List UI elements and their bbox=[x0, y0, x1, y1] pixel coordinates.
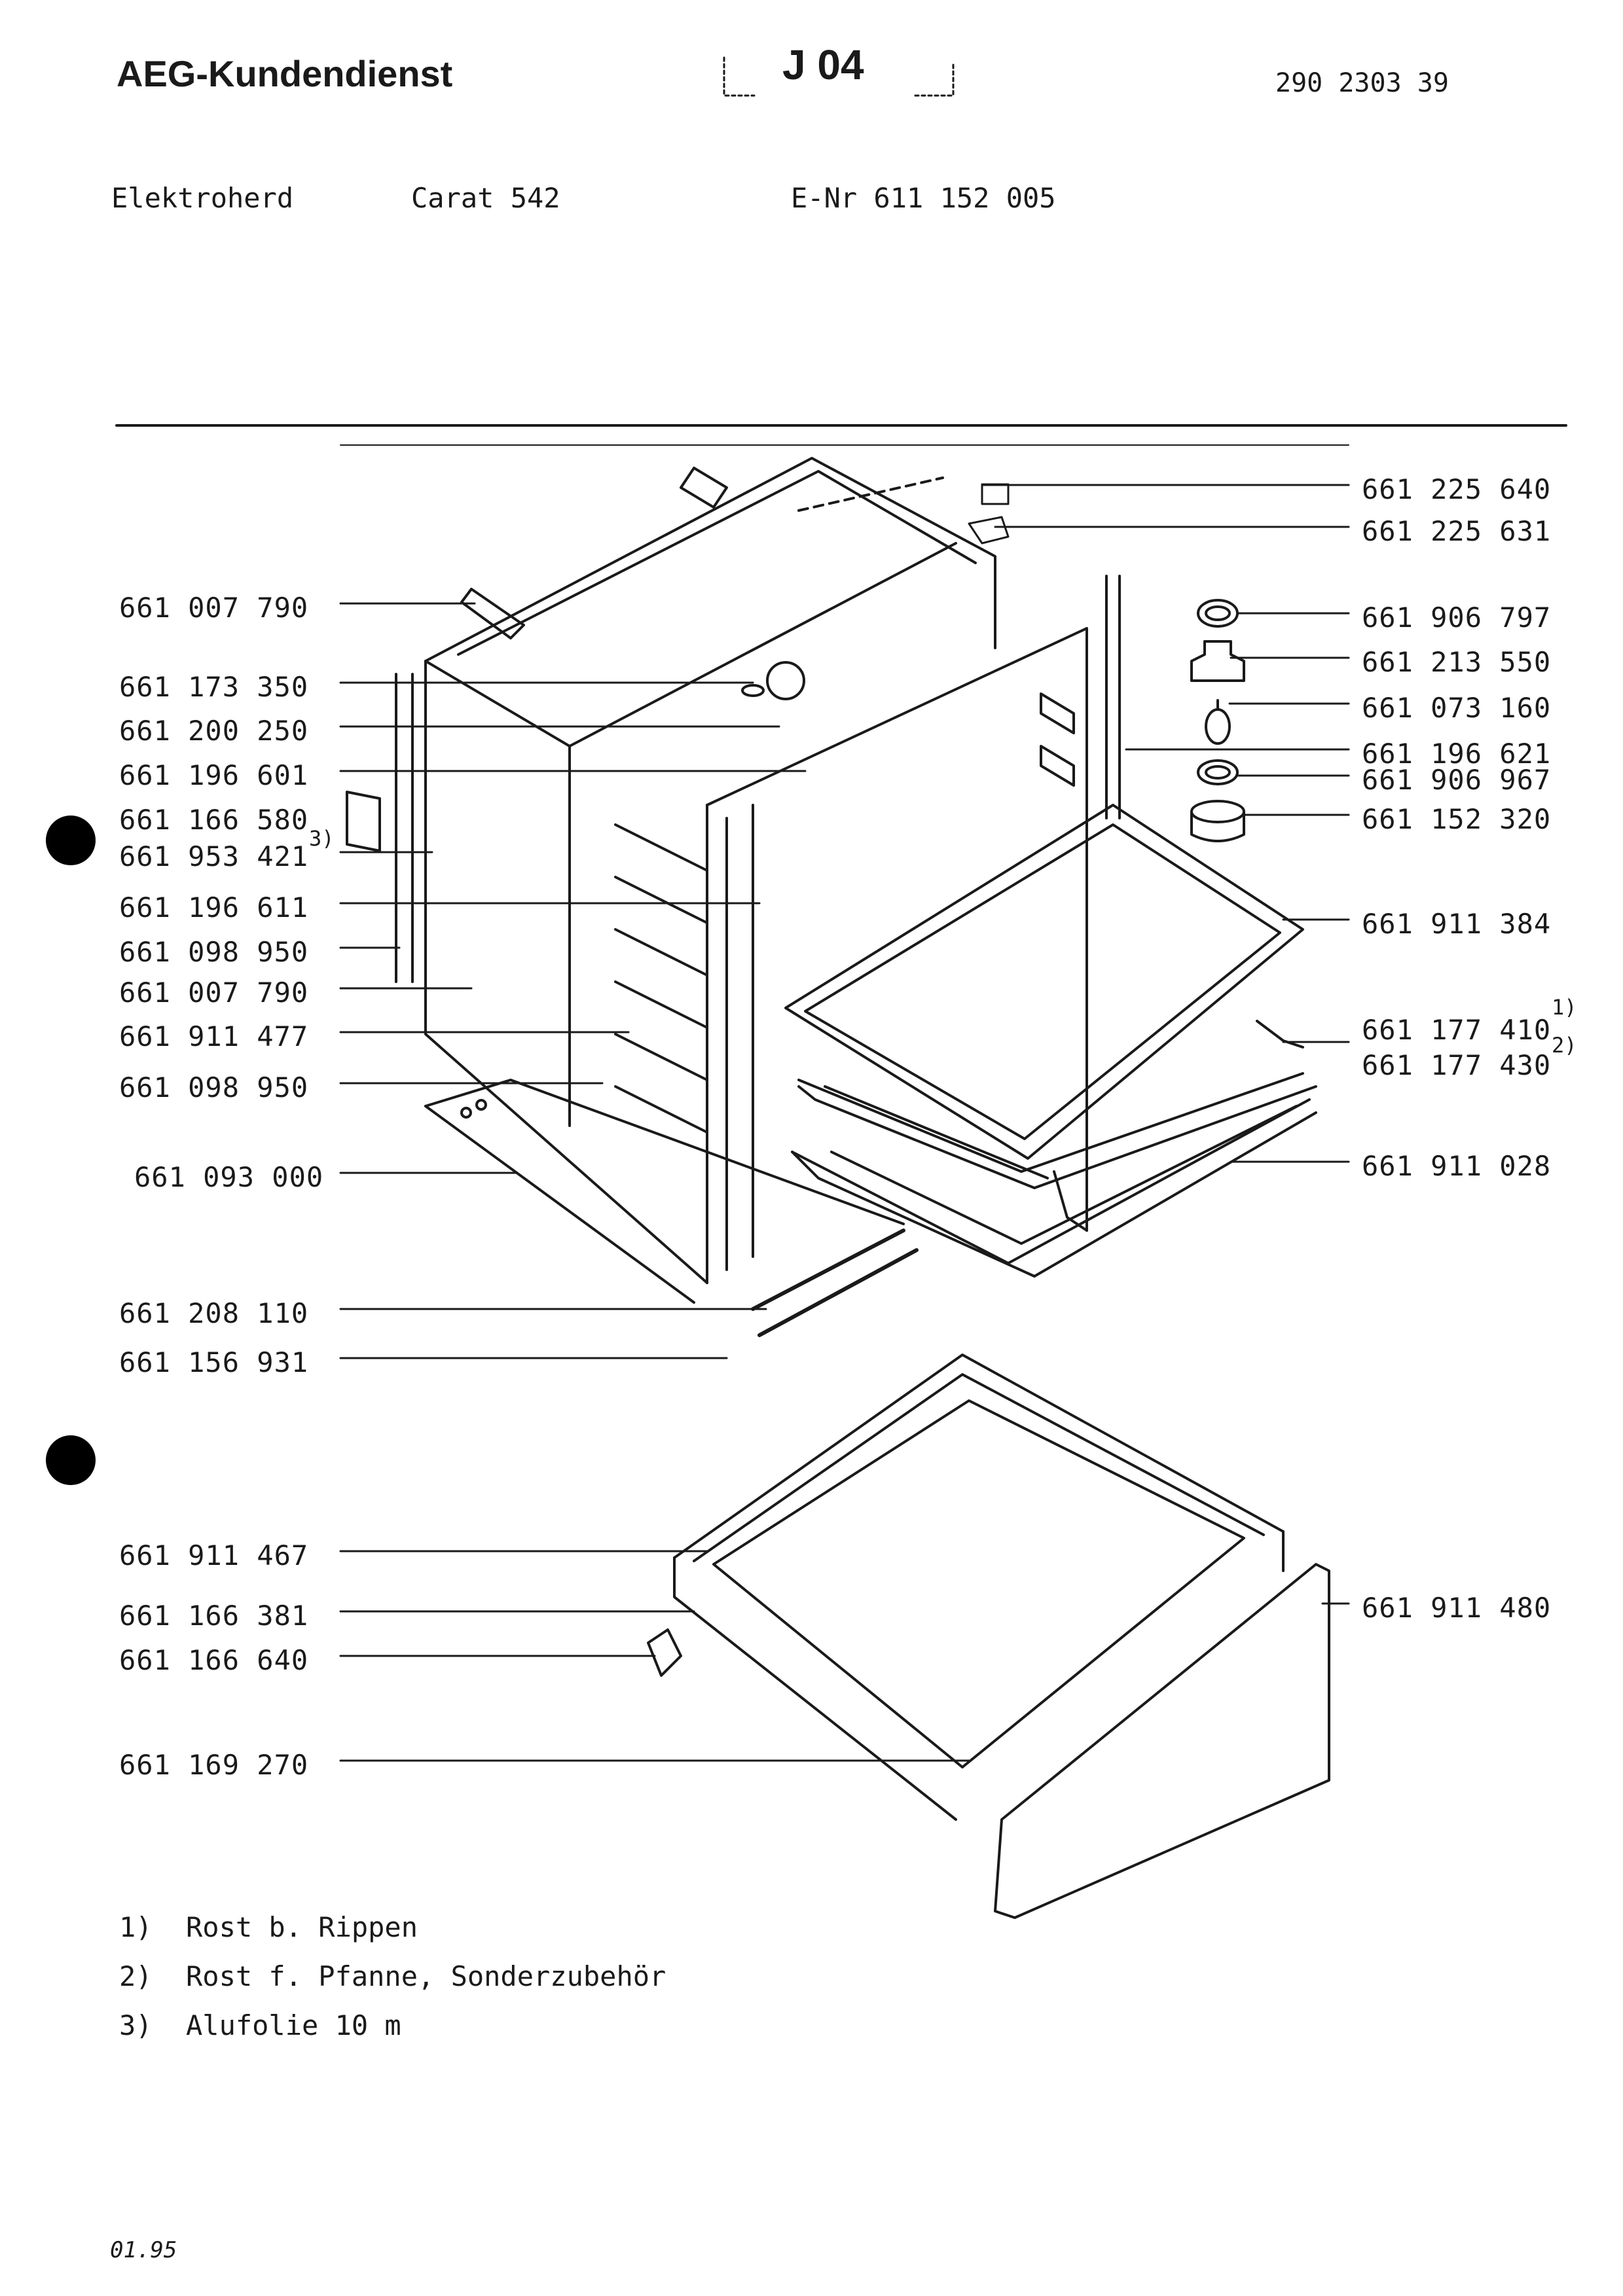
part-number: 661 200 250 bbox=[119, 715, 309, 747]
baking-tray-drawing bbox=[784, 804, 1304, 1160]
part-number: 661 093 000 bbox=[134, 1161, 324, 1193]
oven-rack-drawing bbox=[797, 1020, 1317, 1232]
footnote-text: Rost f. Pfanne, Sonderzubehör bbox=[186, 1960, 666, 1992]
part-number: 661 173 350 bbox=[119, 671, 309, 703]
storage-drawer-drawing bbox=[647, 1354, 1330, 1919]
oven-housing-drawing bbox=[346, 457, 1121, 1304]
footnote-text: Alufolie 10 m bbox=[186, 2009, 401, 2041]
punch-hole bbox=[46, 1435, 96, 1485]
punch-hole bbox=[46, 816, 96, 865]
part-number: 661 073 160 bbox=[1362, 692, 1552, 724]
part-number: 661 177 430 bbox=[1362, 1049, 1552, 1081]
brand-title: AEG-Kundendienst bbox=[117, 53, 453, 94]
footnote-text: Rost b. Rippen bbox=[186, 1911, 418, 1943]
part-number: 661 196 621 bbox=[1362, 738, 1552, 770]
part-number: 661 911 477 bbox=[119, 1020, 309, 1052]
part-number: 661 007 790 bbox=[119, 592, 309, 624]
part-number: 661 225 640 bbox=[1362, 473, 1552, 505]
part-number: 661 911 028 bbox=[1362, 1150, 1552, 1182]
part-number: 661 911 467 bbox=[119, 1539, 309, 1571]
e-number: E-Nr 611 152 005 bbox=[791, 182, 1056, 214]
appliance-model: Carat 542 bbox=[411, 182, 560, 214]
part-number: 661 953 421 bbox=[119, 840, 309, 872]
footnote-2: 2) Rost f. Pfanne, Sonderzubehör bbox=[119, 1960, 905, 1993]
footnote-mark: 2) bbox=[1552, 1033, 1577, 1058]
footnote-number: 3) bbox=[119, 2009, 153, 2041]
part-number: 661 007 790 bbox=[119, 977, 309, 1009]
footnote-mark: 1) bbox=[1552, 995, 1577, 1020]
part-number: 661 098 950 bbox=[119, 936, 309, 968]
part-number: 661 906 967 bbox=[1362, 764, 1552, 796]
document-number: 290 2303 39 bbox=[1275, 68, 1449, 98]
part-number: 661 156 931 bbox=[119, 1346, 309, 1378]
footnote-mark: 3) bbox=[309, 826, 335, 851]
part-number: 661 213 550 bbox=[1362, 646, 1552, 678]
leader-lines-right bbox=[981, 484, 1350, 1605]
footnote-number: 1) bbox=[119, 1911, 153, 1943]
footnote-3: 3) Alufolie 10 m bbox=[119, 2009, 905, 2042]
part-number: 661 166 580 bbox=[119, 804, 309, 836]
sheet-code: J 04 bbox=[782, 41, 864, 88]
part-number: 661 177 410 bbox=[1362, 1014, 1552, 1046]
part-number: 661 196 601 bbox=[119, 759, 309, 791]
part-number: 661 166 640 bbox=[119, 1644, 309, 1676]
part-number: 661 208 110 bbox=[119, 1297, 309, 1329]
part-number: 661 169 270 bbox=[119, 1749, 309, 1781]
part-number: 661 152 320 bbox=[1362, 803, 1552, 835]
part-number: 661 911 384 bbox=[1362, 908, 1552, 940]
part-number: 661 225 631 bbox=[1362, 515, 1552, 547]
part-number: 661 166 381 bbox=[119, 1600, 309, 1632]
part-number: 661 911 480 bbox=[1362, 1592, 1552, 1624]
appliance-type: Elektroherd bbox=[111, 182, 294, 214]
leader-lines-left bbox=[339, 602, 970, 1762]
revision-date: 01.95 bbox=[110, 2237, 177, 2263]
part-number: 661 196 611 bbox=[119, 891, 309, 924]
part-number: 661 098 950 bbox=[119, 1071, 309, 1103]
footnote-1: 1) Rost b. Rippen bbox=[119, 1911, 905, 1944]
footnote-number: 2) bbox=[119, 1960, 153, 1992]
part-number: 661 906 797 bbox=[1362, 601, 1552, 634]
